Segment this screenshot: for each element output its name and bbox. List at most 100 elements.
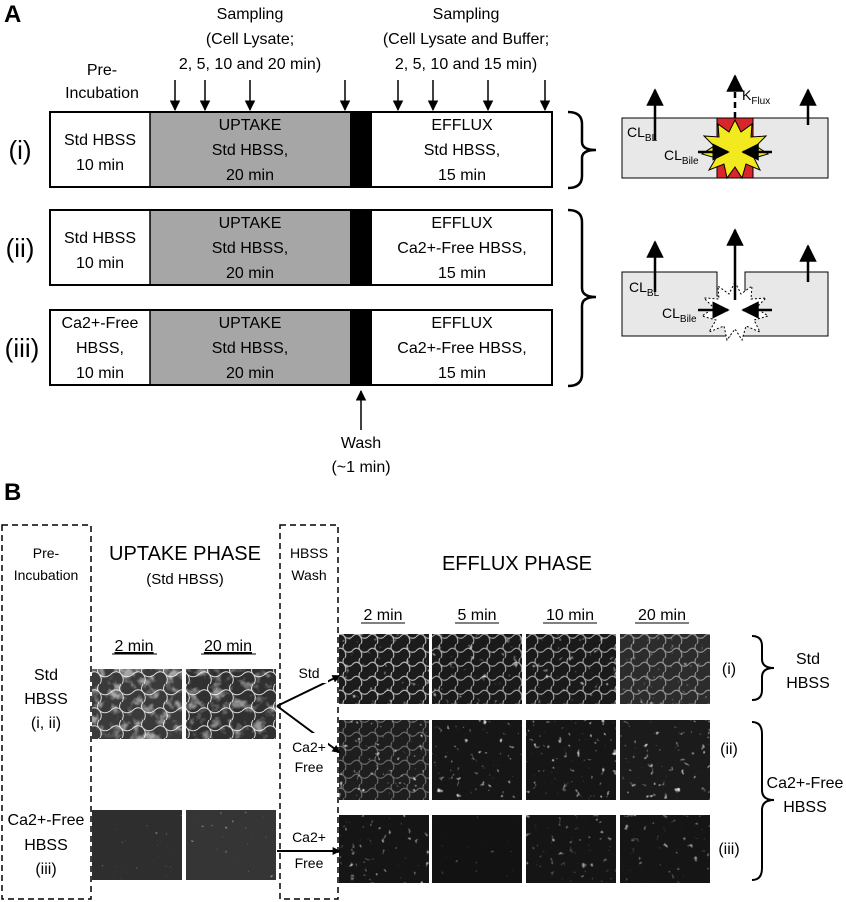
uptake-text: Std HBSS, bbox=[212, 142, 288, 159]
sampling-efflux-label: Sampling (Cell Lysate and Buffer; 2, 5, … bbox=[383, 6, 549, 73]
preincubation-title-line1: Pre- bbox=[33, 545, 60, 561]
wash-segment bbox=[350, 310, 372, 385]
micrograph-efflux-ii-10min bbox=[526, 720, 616, 800]
efflux-text: EFFLUX bbox=[431, 117, 493, 134]
std-group-line2: HBSS bbox=[24, 691, 68, 708]
bile-canaliculus-open bbox=[700, 280, 770, 342]
protocol-row-i: (i) Std HBSS 10 min UPTAKE Std HBSS, 20 … bbox=[8, 111, 553, 188]
wash-label-line2: (~1 min) bbox=[331, 459, 390, 476]
efflux-text: EFFLUX bbox=[431, 215, 493, 232]
uptake-text: 20 min bbox=[226, 265, 274, 282]
uptake-text: 20 min bbox=[226, 365, 274, 382]
pre-text: Std HBSS bbox=[64, 230, 136, 247]
micrograph-uptake-ca-20min bbox=[186, 810, 276, 880]
ca-group-line2: HBSS bbox=[24, 837, 68, 854]
preincubation-title: Pre- Incubation bbox=[14, 545, 79, 583]
cl-bile-label: CLBile bbox=[664, 147, 699, 167]
pre-text: HBSS, bbox=[76, 340, 124, 357]
panel-a-letter: A bbox=[4, 1, 21, 28]
pre-text: Std HBSS bbox=[64, 132, 136, 149]
efflux-text: Ca2+-Free HBSS, bbox=[397, 240, 526, 257]
brace-ca bbox=[751, 721, 775, 881]
micrograph-efflux-iii-5min bbox=[432, 815, 522, 883]
uptake-segment bbox=[150, 113, 350, 186]
wash-ca-label: Free bbox=[295, 855, 324, 871]
pre-text: 10 min bbox=[76, 255, 124, 272]
efflux-text: EFFLUX bbox=[431, 315, 493, 332]
efflux-time-label: 10 min bbox=[546, 607, 594, 624]
efflux-time-label: 5 min bbox=[457, 607, 496, 624]
std-group-line3: (i, ii) bbox=[31, 715, 61, 732]
brace-i bbox=[567, 110, 597, 190]
micrograph-efflux-ii-2min bbox=[339, 720, 429, 800]
micrograph-efflux-i-2min bbox=[339, 634, 429, 704]
micrograph-efflux-row-ii bbox=[339, 720, 710, 800]
preincubation-heading: Pre- Incubation bbox=[65, 62, 139, 102]
sampling-uptake-line3: 2, 5, 10 and 20 min) bbox=[179, 56, 321, 73]
pre-text: 10 min bbox=[76, 365, 124, 382]
uptake-time-label: 2 min bbox=[114, 638, 153, 655]
preincubation-box bbox=[1, 524, 92, 900]
hbss-wash-box bbox=[279, 524, 339, 900]
pre-text: 10 min bbox=[76, 157, 124, 174]
micrograph-efflux-iii-2min bbox=[339, 815, 429, 883]
arrow-to-std bbox=[276, 675, 341, 707]
micrograph-uptake-std-2min bbox=[92, 669, 182, 739]
brace-std bbox=[751, 635, 775, 701]
hepatocyte-schematic-disrupted: CLBL CLBile bbox=[621, 228, 829, 342]
wash-title-line1: HBSS bbox=[290, 545, 328, 561]
panel-b-letter: B bbox=[4, 479, 21, 506]
micrograph-efflux-iii-20min bbox=[620, 815, 710, 883]
efflux-text: 15 min bbox=[438, 167, 486, 184]
right-std-line1: Std bbox=[796, 651, 820, 668]
sampling-uptake-label: Sampling (Cell Lysate; 2, 5, 10 and 20 m… bbox=[179, 6, 321, 73]
efflux-time-label: 2 min bbox=[363, 607, 402, 624]
micrograph-efflux-i-10min bbox=[526, 634, 616, 704]
micrograph-efflux-i-5min bbox=[432, 634, 522, 704]
ca-group-label: Ca2+-Free HBSS (iii) bbox=[8, 812, 85, 878]
wash-label-line1: Wash bbox=[341, 435, 381, 452]
sampling-efflux-line3: 2, 5, 10 and 15 min) bbox=[395, 56, 537, 73]
pre-text: Ca2+-Free bbox=[62, 315, 139, 332]
protocol-row-ii: (ii) Std HBSS 10 min UPTAKE Std HBSS, 20… bbox=[6, 209, 553, 286]
micrograph-efflux-ii-5min bbox=[432, 720, 522, 800]
wash-label: Wash (~1 min) bbox=[331, 435, 390, 476]
hepatocyte-schematic-intact: CLBL CLBile KFlux bbox=[621, 74, 829, 180]
micrograph-uptake-ca-2min bbox=[92, 810, 182, 880]
sampling-efflux-line1: Sampling bbox=[433, 6, 500, 23]
row-label: (i) bbox=[8, 135, 31, 165]
kflux-label: KFlux bbox=[742, 87, 770, 107]
row-label: (ii) bbox=[720, 741, 738, 758]
brace-ii-iii bbox=[567, 208, 597, 388]
preincubation-heading-line1: Pre- bbox=[87, 62, 117, 79]
std-group-line1: Std bbox=[34, 667, 58, 684]
row-label: (iii) bbox=[718, 841, 739, 858]
wash-segment bbox=[350, 210, 372, 285]
wash-ca-label: Ca2+ bbox=[292, 739, 326, 755]
ca-group-line1: Ca2+-Free bbox=[8, 812, 85, 829]
wash-title-line2: Wash bbox=[291, 567, 326, 583]
uptake-phase-title: UPTAKE PHASE bbox=[109, 543, 261, 565]
uptake-text: Std HBSS, bbox=[212, 240, 288, 257]
efflux-text: Std HBSS, bbox=[424, 142, 500, 159]
right-ca-label: Ca2+-Free HBSS bbox=[767, 775, 844, 816]
wash-ca-label: Free bbox=[295, 759, 324, 775]
sampling-efflux-line2: (Cell Lysate and Buffer; bbox=[383, 31, 549, 48]
uptake-text: Std HBSS, bbox=[212, 340, 288, 357]
micrograph-efflux-row-iii bbox=[339, 815, 710, 883]
right-ca-line1: Ca2+-Free bbox=[767, 775, 844, 792]
uptake-text: UPTAKE bbox=[219, 215, 282, 232]
arrow-to-ca-ii bbox=[276, 705, 341, 753]
uptake-text: UPTAKE bbox=[219, 315, 282, 332]
wash-std-label: Std bbox=[298, 665, 319, 681]
wash-title: HBSS Wash bbox=[290, 545, 328, 583]
efflux-text: 15 min bbox=[438, 365, 486, 382]
uptake-text: UPTAKE bbox=[219, 117, 282, 134]
ca-group-line3: (iii) bbox=[35, 861, 56, 878]
efflux-time-label: 20 min bbox=[638, 607, 686, 624]
micrograph-efflux-ii-20min bbox=[620, 720, 710, 800]
protocol-row-iii: (iii) Ca2+-Free HBSS, 10 min UPTAKE Std … bbox=[5, 309, 553, 386]
sampling-uptake-line2: (Cell Lysate; bbox=[206, 31, 294, 48]
std-group-label: Std HBSS (i, ii) bbox=[24, 667, 68, 732]
right-std-line2: HBSS bbox=[786, 675, 830, 692]
